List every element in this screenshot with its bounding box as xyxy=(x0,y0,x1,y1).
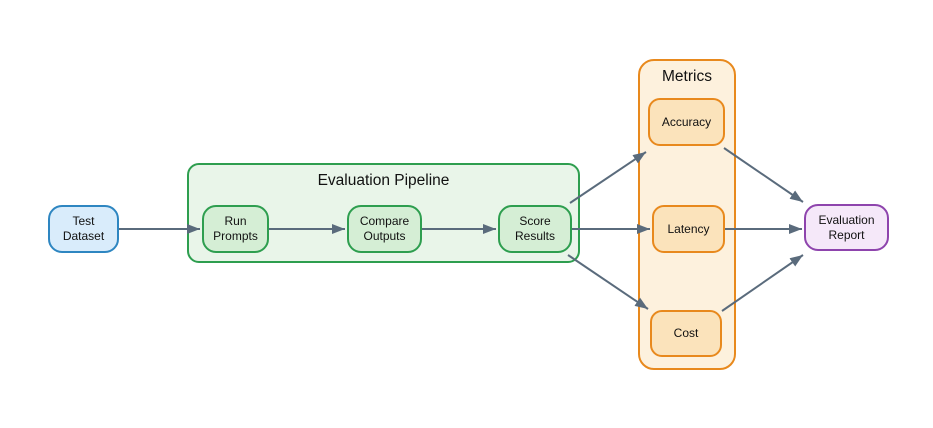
node-cost[interactable]: Cost xyxy=(650,310,722,357)
node-test-dataset-label-line2: Dataset xyxy=(62,229,105,243)
node-cost-label: Cost xyxy=(673,326,699,340)
node-latency[interactable]: Latency xyxy=(652,205,725,253)
node-evaluation-report-label-line1: Evaluation xyxy=(818,212,875,227)
node-compare-outputs-label-line2: Outputs xyxy=(363,229,406,243)
node-evaluation-report-label-line2: Report xyxy=(828,227,865,242)
node-test-dataset[interactable]: Test Dataset xyxy=(48,205,119,253)
node-accuracy-label: Accuracy xyxy=(661,114,712,129)
edge-score-results-to-cost xyxy=(567,254,649,310)
node-test-dataset-label-line1: Test xyxy=(72,214,95,228)
group-evaluation-pipeline-title: Evaluation Pipeline xyxy=(317,172,450,189)
node-run-prompts-label-line2: Prompts xyxy=(213,229,258,243)
node-compare-outputs[interactable]: Compare Outputs xyxy=(347,205,422,253)
node-score-results[interactable]: Score Results xyxy=(498,205,572,253)
edge-score-results-to-accuracy xyxy=(569,151,647,204)
node-latency-label: Latency xyxy=(667,221,710,236)
node-compare-outputs-label-line1: Compare xyxy=(359,214,410,228)
group-metrics-title: Metrics xyxy=(662,68,712,85)
node-run-prompts-label-line1: Run xyxy=(224,214,247,228)
node-score-results-label-line2: Results xyxy=(514,229,555,243)
node-evaluation-report[interactable]: Evaluation Report xyxy=(804,204,889,251)
node-run-prompts[interactable]: Run Prompts xyxy=(202,205,269,253)
node-accuracy[interactable]: Accuracy xyxy=(648,98,725,146)
node-score-results-label-line1: Score xyxy=(519,214,551,228)
